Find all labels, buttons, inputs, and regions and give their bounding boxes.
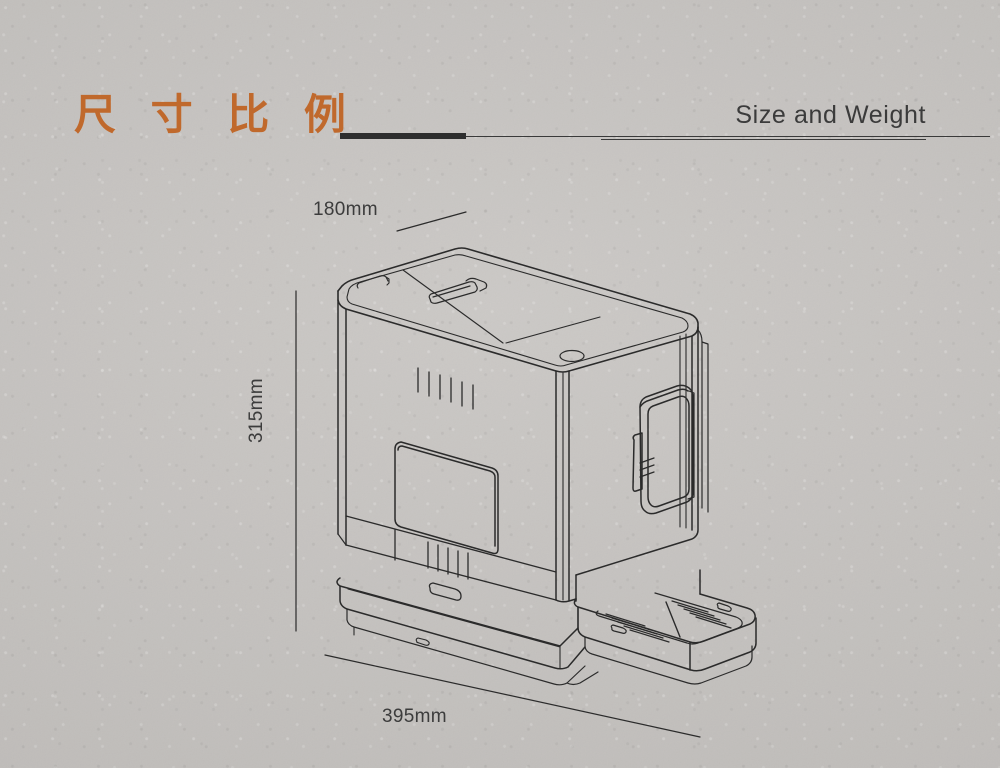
header: 尺 寸 比 例 Size and Weight [0, 0, 1000, 170]
page-title-chinese: 尺 寸 比 例 [74, 90, 356, 139]
dimension-label-width: 180mm [313, 199, 378, 220]
page-title-english: Size and Weight [735, 101, 926, 129]
divider-accent-bar [340, 133, 466, 139]
title-english-underline [601, 139, 926, 140]
dimension-label-height: 315mm [246, 378, 267, 443]
dimension-label-depth: 395mm [382, 706, 447, 727]
divider-thin-line [466, 135, 990, 137]
